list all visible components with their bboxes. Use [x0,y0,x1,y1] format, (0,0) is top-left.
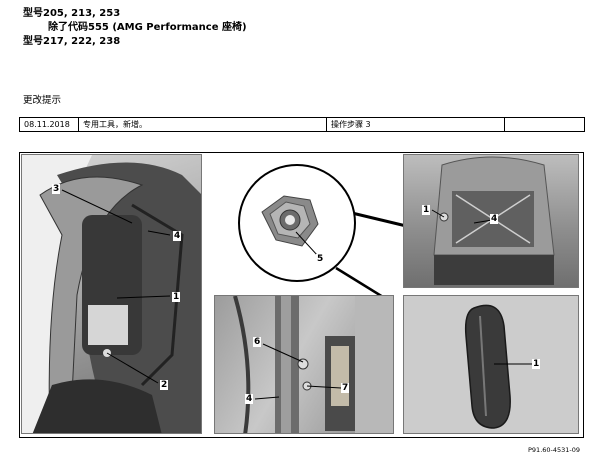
frame-closeup-image [233,296,393,433]
panel-seat-rear-view: 1 4 [403,154,579,288]
model-exclusion-line: 除了代码555 (AMG Performance 座椅) [48,22,247,33]
panel-frame-closeup: 6 7 4 [214,295,394,434]
label-7: 7 [341,383,350,393]
label-1: 1 [172,292,181,302]
change-date: 08.11.2018 [19,117,79,132]
change-notes-title: 更改提示 [23,95,62,106]
side-trim-image [464,304,532,429]
label-6: 6 [253,337,262,347]
label-5: 5 [316,254,325,264]
label-1: 1 [422,205,431,215]
panel-side-trim-part: 1 [403,295,579,434]
label-1: 1 [532,359,541,369]
figure-reference: P91.60-4531-09 [528,446,581,454]
seat-rear-image [431,156,555,285]
nut-detail-image [261,195,319,257]
label-4: 4 [245,394,254,404]
label-3: 3 [52,184,61,194]
change-notes-table: 08.11.2018 专用工具，新增。 操作步骤 3 [19,117,585,132]
backrest-side-image [22,155,201,433]
panel-nut-detail: 5 [238,164,356,282]
table-row: 08.11.2018 专用工具，新增。 操作步骤 3 [19,117,585,132]
panel-backrest-side-view: 3 4 1 2 [21,154,202,434]
model-line-2: 型号217, 222, 238 [23,36,121,47]
figure-frame [19,152,584,438]
label-4: 4 [490,214,499,224]
change-extra [504,117,585,132]
model-line-1: 型号205, 213, 253 [23,8,121,19]
label-2: 2 [160,380,169,390]
label-4: 4 [173,231,182,241]
